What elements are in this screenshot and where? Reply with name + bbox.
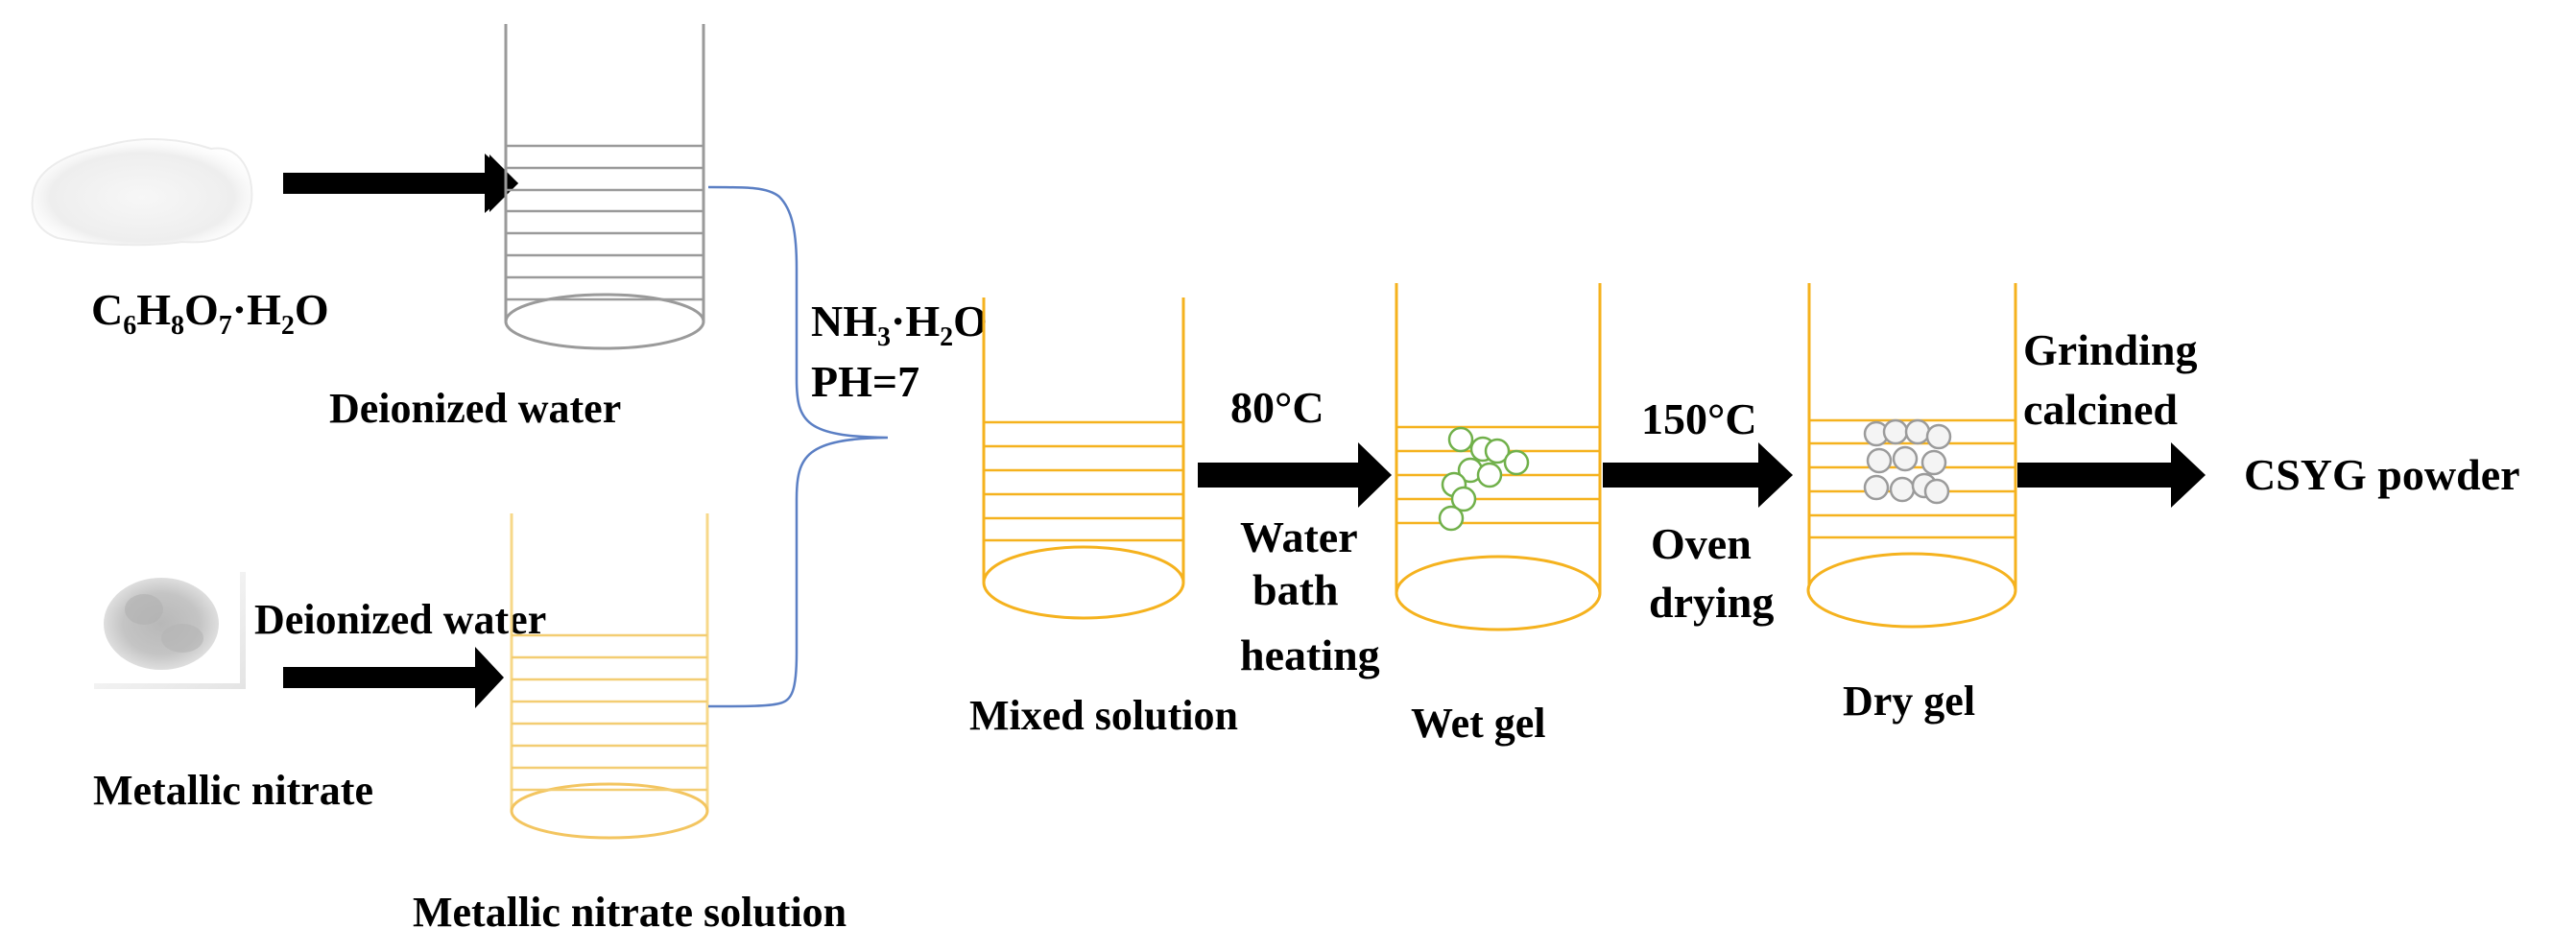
- csyg-powder-label: CSYG powder: [2244, 450, 2520, 499]
- metallic-nitrate-solution-label: Metallic nitrate solution: [413, 889, 847, 936]
- deionized-water-top-label: Deionized water: [329, 385, 621, 432]
- temp-80-label: 80°C: [1230, 383, 1324, 432]
- water-bath-label-1: Water: [1240, 512, 1358, 561]
- citric-acid-powder-image: [31, 138, 253, 247]
- arrow-wet-to-dry-gel: [1603, 442, 1793, 508]
- ammonia-formula: NH3·H2O: [811, 297, 988, 352]
- water-bath-label-2: bath: [1252, 565, 1338, 614]
- wet-gel-label: Wet gel: [1411, 700, 1546, 747]
- arrow-dry-gel-to-powder: [2017, 442, 2206, 508]
- temp-150-label: 150°C: [1641, 394, 1757, 443]
- oven-label-1: Oven: [1651, 519, 1752, 568]
- deionized-water-bottom-label: Deionized water: [254, 596, 546, 643]
- grinding-label-1: Grinding: [2023, 325, 2198, 374]
- metallic-nitrate-solution-beaker: [510, 513, 709, 840]
- dry-gel-label: Dry gel: [1843, 678, 1975, 725]
- mixed-solution-beaker: [982, 298, 1185, 620]
- arrow-nitrate-to-solution: [283, 647, 504, 708]
- metallic-nitrate-powder-image: [88, 566, 246, 689]
- deionized-water-beaker: [504, 24, 705, 350]
- ph-label: PH=7: [811, 357, 919, 406]
- water-bath-label-3: heating: [1240, 631, 1380, 679]
- oven-label-2: drying: [1649, 578, 1774, 627]
- arrow-citric-to-water: [283, 154, 518, 213]
- metallic-nitrate-label: Metallic nitrate: [93, 767, 373, 814]
- citric-acid-formula: C6H8O7·H2O: [91, 285, 329, 341]
- arrow-mixed-to-wet-gel: [1198, 442, 1392, 508]
- dry-gel-particles: [1863, 418, 1952, 505]
- mixed-solution-label: Mixed solution: [969, 692, 1238, 739]
- grinding-label-2: calcined: [2023, 385, 2178, 434]
- combining-brace: [707, 185, 889, 708]
- wet-gel-bubbles: [1438, 426, 1530, 532]
- wet-gel-beaker: [1395, 283, 1602, 631]
- dry-gel-beaker: [1806, 283, 2017, 629]
